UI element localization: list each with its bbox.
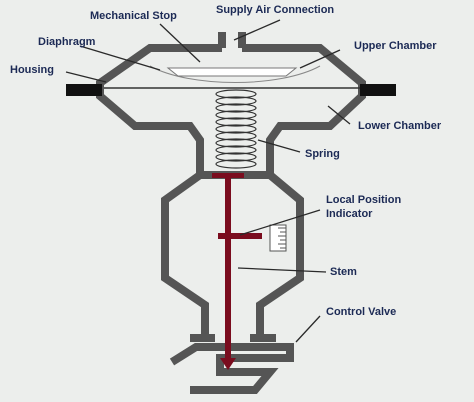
leader-lines <box>65 19 351 343</box>
label-control-valve: Control Valve <box>326 306 397 318</box>
label-lower-chamber: Lower Chamber <box>358 120 442 132</box>
right-flange <box>360 84 396 96</box>
label-stem: Stem <box>330 266 357 278</box>
diaphragm-plate <box>149 65 321 83</box>
label-housing: Housing <box>10 64 54 76</box>
label-upper-chamber: Upper Chamber <box>354 40 437 52</box>
label-mechanical-stop: Mechanical Stop <box>90 10 177 22</box>
label-diaphragm: Diaphragm <box>38 36 96 48</box>
spring-coil <box>215 89 257 169</box>
valve-stem <box>212 173 262 370</box>
mechanical-stop-shape <box>166 67 298 77</box>
label-supply-air-connection: Supply Air Connection <box>216 4 335 16</box>
position-scale <box>269 224 287 252</box>
label-spring: Spring <box>305 148 340 160</box>
label-local-position-indicator-line1: Local Position <box>326 194 402 206</box>
left-flange <box>66 84 102 96</box>
label-local-position-indicator-line2: Indicator <box>326 208 373 220</box>
